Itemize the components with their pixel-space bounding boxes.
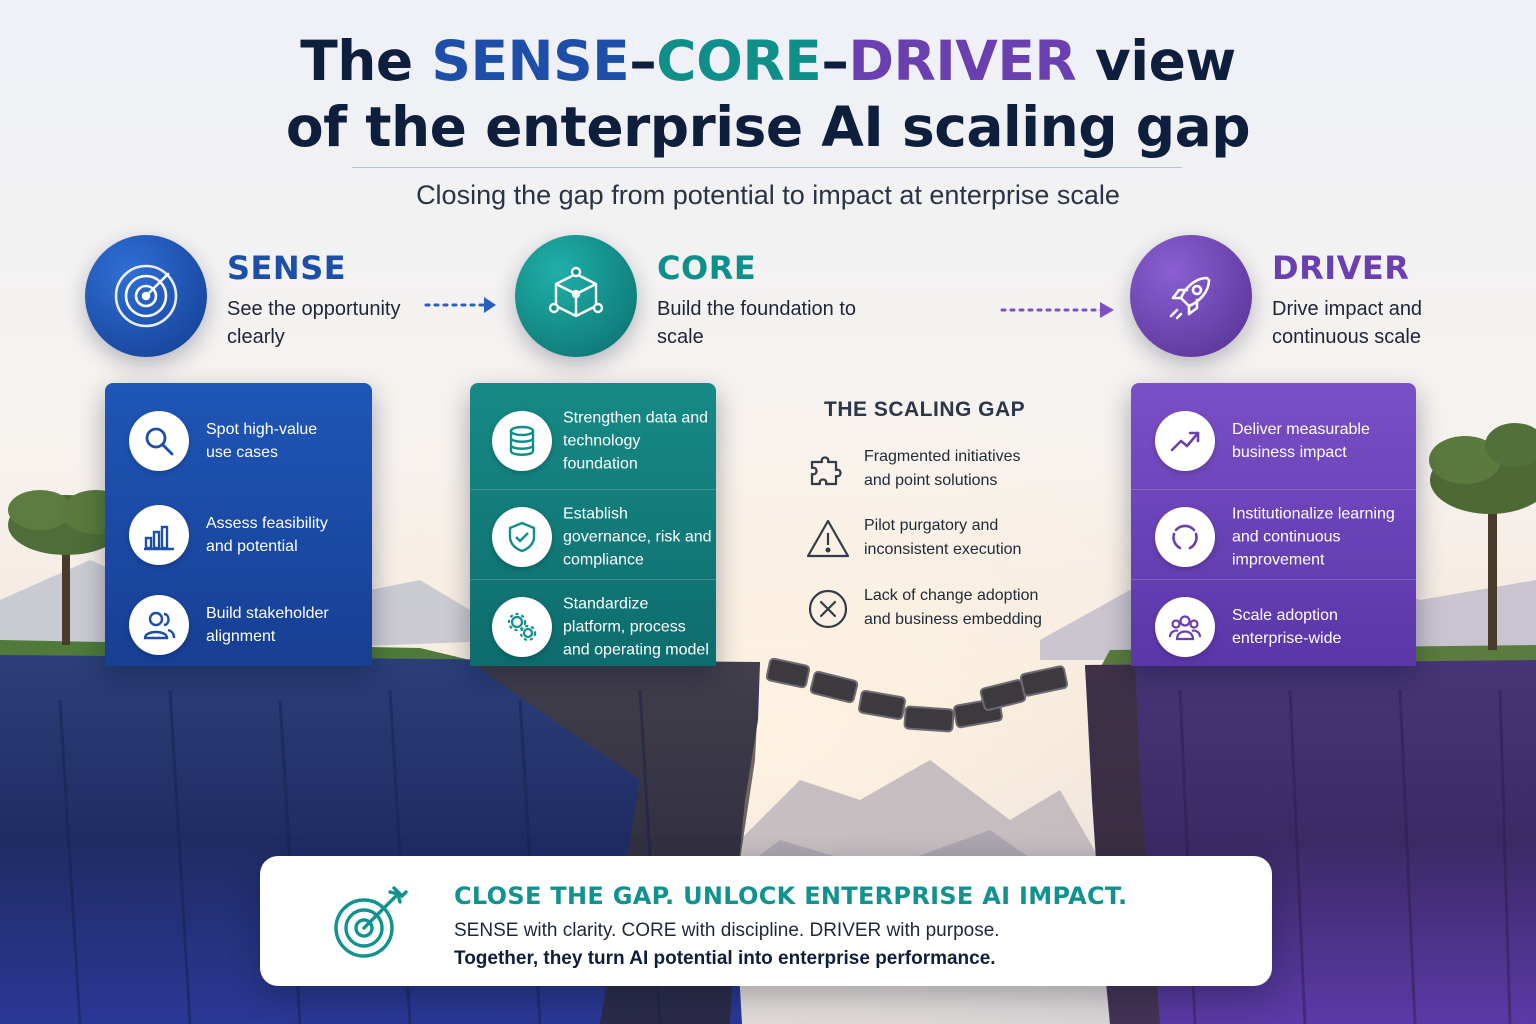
target-arrow-icon bbox=[334, 886, 408, 958]
search-icon bbox=[129, 411, 189, 471]
sense-item: Build stakeholder alignment bbox=[105, 579, 372, 671]
pillar-name-driver: DRIVER bbox=[1272, 249, 1410, 287]
driver-item: Deliver measurable business impact bbox=[1131, 395, 1416, 487]
title-line-2: of the enterprise AI scaling gap bbox=[285, 95, 1251, 159]
pillar-name-core: CORE bbox=[657, 249, 757, 287]
title-divider bbox=[352, 167, 1182, 168]
cube-network-icon bbox=[515, 235, 637, 357]
pillar-header-core: CORE Build the foundation to scale bbox=[515, 235, 875, 365]
core-divider bbox=[470, 579, 716, 580]
pillar-header-driver: DRIVER Drive impact and continuous scale bbox=[1130, 235, 1490, 365]
core-divider bbox=[470, 489, 716, 490]
callout-line-1: SENSE with clarity. CORE with discipline… bbox=[454, 920, 1000, 941]
database-icon bbox=[492, 411, 552, 471]
shield-check-icon bbox=[492, 507, 552, 567]
sense-item-text: Spot high-value use cases bbox=[206, 421, 318, 461]
group-icon bbox=[1155, 597, 1215, 657]
core-item-text: Strengthen data and technology foundatio… bbox=[563, 409, 709, 473]
sense-item: Assess feasibility and potential bbox=[105, 489, 372, 581]
sense-item: Spot high-value use cases bbox=[105, 395, 372, 487]
puzzle-icon bbox=[810, 456, 842, 486]
scaling-gap-text: Pilot purgatory and inconsistent executi… bbox=[864, 517, 1022, 558]
pillar-name-sense: SENSE bbox=[227, 249, 347, 287]
driver-divider bbox=[1131, 489, 1416, 490]
callout-box: CLOSE THE GAP. UNLOCK ENTERPRISE AI IMPA… bbox=[260, 856, 1272, 986]
driver-divider bbox=[1131, 579, 1416, 580]
driver-item: Institutionalize learning and continuous… bbox=[1131, 491, 1416, 583]
sense-item-text: Build stakeholder alignment bbox=[206, 605, 329, 645]
pillar-desc-core: Build the foundation to scale bbox=[657, 298, 857, 348]
scaling-gap-item: Pilot purgatory and inconsistent executi… bbox=[806, 511, 1066, 567]
warning-icon bbox=[806, 519, 850, 558]
callout-line-2: Together, they turn AI potential into en… bbox=[454, 948, 996, 969]
core-item: Strengthen data and technology foundatio… bbox=[470, 395, 716, 487]
core-item: Standardize platform, process and operat… bbox=[470, 581, 716, 673]
core-item: Establish governance, risk and complianc… bbox=[470, 491, 716, 583]
arrow-sense-to-core bbox=[424, 297, 496, 313]
trend-up-icon bbox=[1155, 411, 1215, 471]
driver-item-text: Deliver measurable business impact bbox=[1232, 421, 1370, 461]
sense-item-text: Assess feasibility and potential bbox=[206, 515, 328, 555]
title-line-1: The SENSE–CORE–DRIVER view bbox=[300, 29, 1236, 93]
x-circle-icon bbox=[808, 589, 848, 629]
cycle-icon bbox=[1155, 507, 1215, 567]
rocket-icon bbox=[1130, 235, 1252, 357]
radar-icon bbox=[85, 235, 207, 357]
scaling-gap-title: THE SCALING GAP bbox=[824, 398, 1026, 421]
sense-card: Spot high-value use cases Assess feasibi… bbox=[105, 383, 372, 666]
core-item-text: Standardize platform, process and operat… bbox=[563, 595, 709, 659]
subtitle: Closing the gap from potential to impact… bbox=[416, 180, 1120, 210]
scaling-gap-text: Fragmented initiatives and point solutio… bbox=[864, 448, 1021, 489]
scaling-gap-item: Fragmented initiatives and point solutio… bbox=[806, 442, 1066, 498]
driver-item: Scale adoption enterprise-wide bbox=[1131, 581, 1416, 673]
core-card: Strengthen data and technology foundatio… bbox=[470, 383, 716, 666]
driver-card: Deliver measurable business impact Insti… bbox=[1131, 383, 1416, 666]
gears-icon bbox=[492, 597, 552, 657]
arrow-core-to-driver bbox=[1000, 302, 1114, 318]
driver-item-text: Scale adoption enterprise-wide bbox=[1232, 607, 1342, 647]
pillar-desc-driver: Drive impact and continuous scale bbox=[1272, 298, 1423, 348]
bar-chart-icon bbox=[129, 505, 189, 565]
scaling-gap-item: Lack of change adoption and business emb… bbox=[806, 581, 1066, 637]
core-item-text: Establish governance, risk and complianc… bbox=[563, 505, 712, 569]
scaling-gap-text: Lack of change adoption and business emb… bbox=[864, 587, 1042, 628]
pillar-header-sense: SENSE See the opportunity clearly bbox=[85, 235, 445, 365]
callout-headline: CLOSE THE GAP. UNLOCK ENTERPRISE AI IMPA… bbox=[454, 882, 1128, 910]
pillar-desc-sense: See the opportunity clearly bbox=[227, 298, 401, 348]
page-title: The SENSE–CORE–DRIVER view of the enterp… bbox=[0, 28, 1536, 160]
driver-item-text: Institutionalize learning and continuous… bbox=[1232, 505, 1395, 569]
users-icon bbox=[129, 595, 189, 655]
